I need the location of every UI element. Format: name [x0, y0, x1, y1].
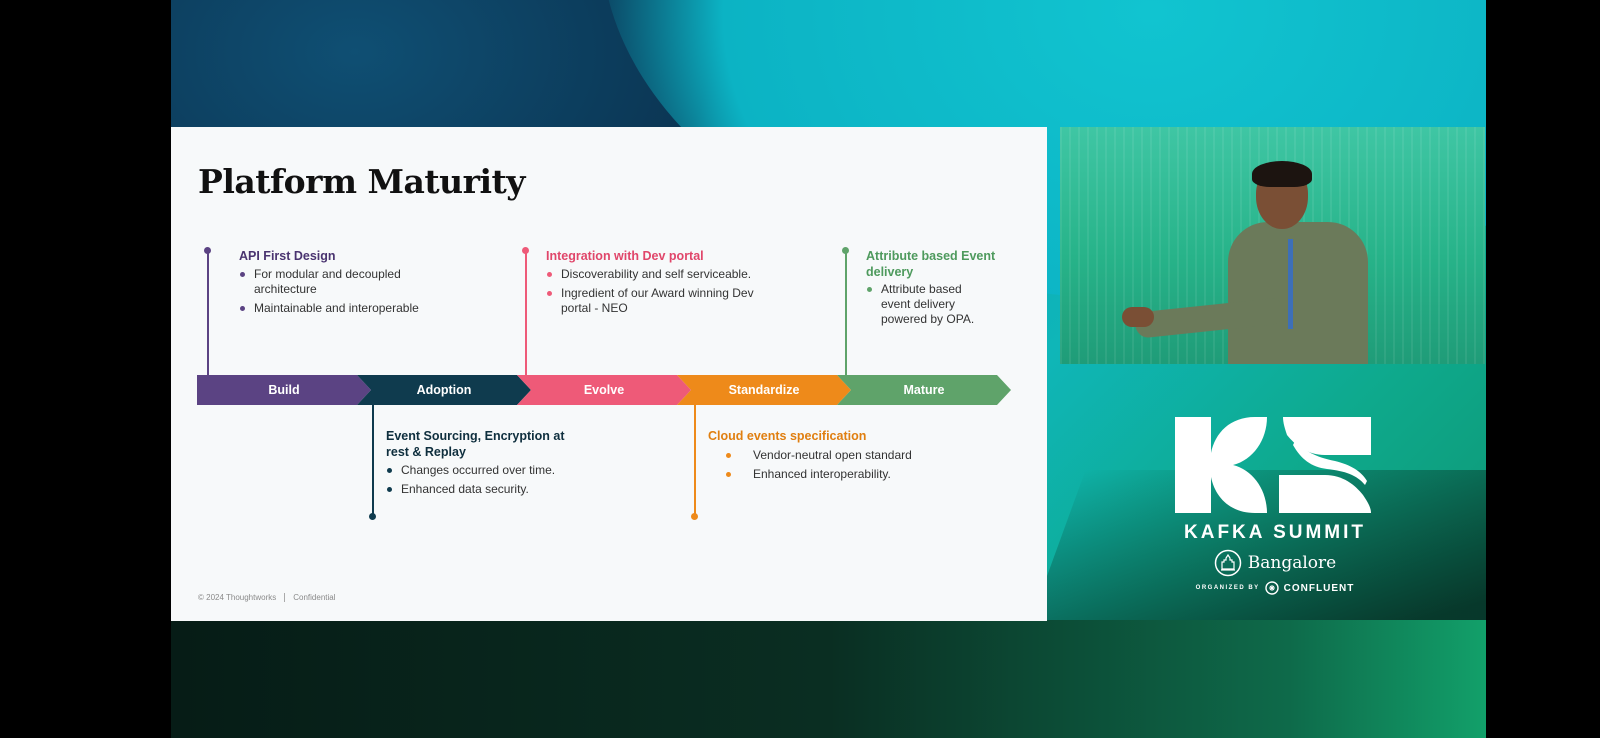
stage-timeline: Build Adoption Evolve Standardize Mature: [197, 375, 1017, 405]
milestone-pin: [842, 247, 849, 254]
footer-copyright: © 2024 Thoughtworks: [198, 593, 277, 602]
milestone-bullets: Attribute based event delivery powered b…: [864, 282, 989, 331]
milestone-connector: [694, 405, 696, 514]
milestone-connector: [207, 253, 209, 375]
stage-chevron-evolve: Evolve: [517, 375, 691, 405]
confluent-logo-icon: [1264, 581, 1279, 595]
slide-title: Platform Maturity: [198, 162, 525, 201]
milestone-connector: [372, 405, 374, 514]
speaker-figure: [1122, 307, 1154, 327]
stage-chevron-mature: Mature: [837, 375, 1011, 405]
stage-chevron-adoption: Adoption: [357, 375, 531, 405]
milestone-pin: [204, 247, 211, 254]
milestone-bullets: Discoverability and self serviceable. In…: [544, 267, 759, 320]
event-city-row: Bangalore: [1175, 548, 1375, 578]
stage-chevron-build: Build: [197, 375, 371, 405]
milestone-connector: [845, 253, 847, 375]
bullet-item: Attribute based event delivery powered b…: [864, 282, 989, 327]
event-city: Bangalore: [1247, 553, 1337, 573]
milestone-heading: Attribute based Event delivery: [866, 249, 996, 279]
stage-chevron-standardize: Standardize: [677, 375, 851, 405]
milestone-heading: Cloud events specification: [708, 429, 867, 443]
footer-confidential: Confidential: [293, 593, 336, 602]
organizer-row: ORGANIZED BY CONFLUENT: [1175, 581, 1375, 595]
milestone-bullets: For modular and decoupled architecture M…: [237, 267, 457, 320]
milestone-heading: Integration with Dev portal: [546, 249, 704, 263]
event-name: KAFKA SUMMIT: [1184, 522, 1366, 543]
organizer-name: CONFLUENT: [1283, 582, 1355, 594]
milestone-heading: Event Sourcing, Encryption at rest & Rep…: [386, 429, 565, 459]
milestone-connector: [525, 253, 527, 375]
milestone-bullets: Changes occurred over time. Enhanced dat…: [384, 463, 594, 501]
milestone-pin: [691, 513, 698, 520]
kafka-summit-logo-mark: [1175, 417, 1371, 513]
bullet-item: Discoverability and self serviceable.: [544, 267, 759, 282]
milestone-bullets: Vendor-neutral open standard Enhanced in…: [723, 448, 933, 486]
presentation-slide: Platform Maturity API First Design For m…: [171, 127, 1047, 621]
bullet-item: For modular and decoupled architecture: [237, 267, 457, 297]
speaker-figure: [1228, 222, 1368, 364]
bullet-item: Enhanced data security.: [384, 482, 594, 497]
footer-divider: [284, 593, 286, 603]
stage-floor: [171, 620, 1486, 738]
slide-footer: © 2024 Thoughtworks Confidential: [198, 593, 336, 603]
bullet-item: Changes occurred over time.: [384, 463, 594, 478]
bullet-item: Maintainable and interoperable: [237, 301, 457, 316]
milestone-pin: [522, 247, 529, 254]
speaker-lanyard: [1288, 239, 1293, 329]
speaker-figure: [1252, 161, 1312, 187]
organized-by-label: ORGANIZED BY: [1195, 585, 1260, 591]
kafka-summit-logo: KAFKA SUMMIT Bangalore ORGANIZED BY CONF…: [1175, 415, 1375, 605]
bullet-item: Enhanced interoperability.: [723, 467, 933, 482]
milestone-heading: API First Design: [239, 249, 336, 263]
bullet-item: Ingredient of our Award winning Dev port…: [544, 286, 759, 316]
bullet-item: Vendor-neutral open standard: [723, 448, 933, 463]
speaker-camera-feed: [1060, 127, 1485, 364]
milestone-pin: [369, 513, 376, 520]
bangalore-emblem-icon: [1214, 549, 1242, 577]
